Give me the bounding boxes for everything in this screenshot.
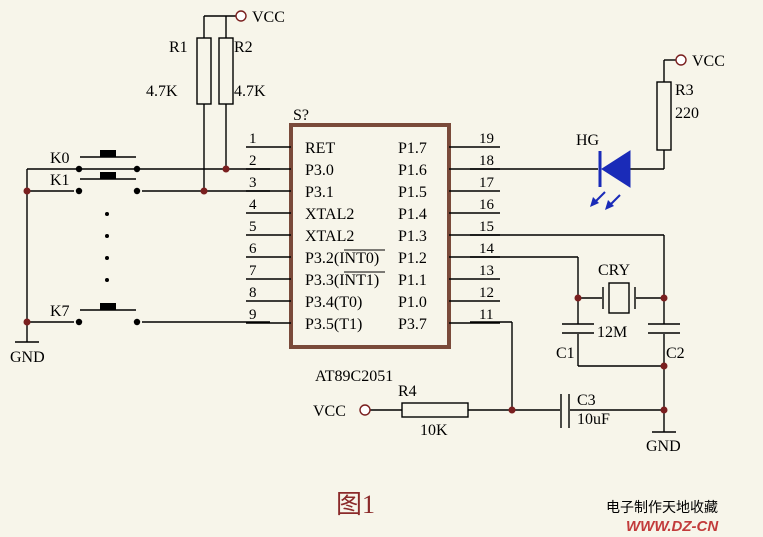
junction-dot [660, 294, 668, 302]
pin-name: P1.7 [398, 140, 427, 157]
r2-value: 4.7K [234, 83, 266, 100]
k1-label: K1 [50, 172, 70, 189]
pin-name: P1.1 [398, 272, 427, 289]
junction-dot [200, 187, 208, 195]
capacitor-c1: C1 [556, 323, 594, 362]
watermark-text: 电子制作天地收藏 [606, 500, 718, 516]
figure-caption: 图1 [336, 490, 375, 519]
r3-value: 220 [675, 105, 699, 122]
pin-number: 2 [249, 153, 257, 169]
vcc-label: VCC [692, 53, 725, 70]
pin-name: P3.5(T1) [305, 316, 362, 333]
gnd-symbol-left: GND [10, 341, 45, 366]
pin-number: 3 [249, 175, 257, 191]
junction-dot [23, 318, 31, 326]
gnd-symbol-right: GND [646, 431, 681, 455]
pin-name: P3.2(INT0) [305, 250, 379, 267]
pin-number: 15 [479, 219, 494, 235]
resistor-r4: R4 10K [398, 383, 469, 439]
pin-name: RET [305, 140, 335, 157]
pin-number: 18 [479, 153, 494, 169]
c3-ref: C3 [577, 392, 596, 409]
c1-ref: C1 [556, 345, 575, 362]
led-ref: HG [576, 132, 600, 149]
pin-name: P3.7 [398, 316, 427, 333]
switch-k1: K1 [50, 172, 141, 195]
pin-number: 14 [479, 241, 495, 257]
led-hg: HG [576, 132, 631, 210]
pin-number: 16 [479, 197, 495, 213]
pin-number: 4 [249, 197, 257, 213]
resistor-r3: R3 220 [656, 81, 699, 151]
pin-name: P3.4(T0) [305, 294, 362, 311]
chip-part-number: AT89C2051 [315, 368, 393, 385]
pin-name: P1.2 [398, 250, 427, 267]
pin-name: XTAL2 [305, 206, 354, 223]
left-pins: 1RET2P3.03P3.14XTAL25XTAL26P3.2(INT0)7P3… [246, 131, 385, 333]
c2-ref: C2 [666, 345, 685, 362]
vcc-terminal-top: VCC [235, 9, 285, 26]
pin-number: 1 [249, 131, 257, 147]
r1-value: 4.7K [146, 83, 178, 100]
capacitor-c2: C2 [648, 323, 685, 362]
chip-designator: S? [293, 107, 309, 124]
r4-value: 10K [420, 422, 448, 439]
switch-k7: K7 [50, 303, 141, 326]
pin-number: 5 [249, 219, 257, 235]
k7-label: K7 [50, 303, 70, 320]
wires [26, 15, 676, 432]
resistor-r2: R2 4.7K [218, 37, 266, 105]
capacitor-c3: C3 10uF [560, 392, 610, 428]
pin-name: P3.0 [305, 162, 334, 179]
gnd-label: GND [646, 438, 681, 455]
junction-dot [23, 187, 31, 195]
chip-body [289, 123, 451, 349]
vcc-label: VCC [252, 9, 285, 26]
pin-name: P1.5 [398, 184, 427, 201]
gnd-label: GND [10, 349, 45, 366]
pin-number: 6 [249, 241, 257, 257]
watermark-logo: WWW.DZ-CN [626, 518, 719, 535]
c3-value: 10uF [577, 411, 610, 428]
switch-k0: K0 [50, 150, 142, 173]
k0-label: K0 [50, 150, 70, 167]
r1-ref: R1 [169, 39, 188, 56]
pin-name: P1.4 [398, 206, 427, 223]
pin-name: P3.3(INT1) [305, 272, 379, 289]
junction-dot [660, 362, 668, 370]
crystal-ref: CRY [598, 262, 630, 279]
resistor-r1: R1 4.7K [146, 37, 212, 105]
junction-dots [23, 165, 668, 414]
junction-dot [660, 406, 668, 414]
r3-ref: R3 [675, 82, 694, 99]
pin-name: P1.0 [398, 294, 427, 311]
pin-number: 12 [479, 285, 494, 301]
junction-dot [508, 406, 516, 414]
pin-number: 11 [479, 307, 493, 323]
vcc-terminal-reset: VCC [313, 403, 371, 420]
r2-ref: R2 [234, 39, 253, 56]
pin-name: P1.6 [398, 162, 427, 179]
pin-number: 7 [249, 263, 257, 279]
pin-name: P1.3 [398, 228, 427, 245]
crystal-cry: CRY 12M [597, 262, 636, 341]
pin-number: 8 [249, 285, 257, 301]
chip-at89c2051: S? AT89C2051 1RET2P3.03P3.14XTAL25XTAL26… [246, 107, 500, 385]
pin-number: 17 [479, 175, 495, 191]
junction-dot [574, 294, 582, 302]
vcc-terminal-led: VCC [675, 53, 725, 70]
pin-name: XTAL2 [305, 228, 354, 245]
crystal-value: 12M [597, 324, 627, 341]
switch-ellipsis [105, 212, 109, 282]
pin-number: 9 [249, 307, 257, 323]
pin-name: P3.1 [305, 184, 334, 201]
pin-number: 13 [479, 263, 494, 279]
vcc-label: VCC [313, 403, 346, 420]
junction-dot [222, 165, 230, 173]
r4-ref: R4 [398, 383, 417, 400]
pin-number: 19 [479, 131, 494, 147]
